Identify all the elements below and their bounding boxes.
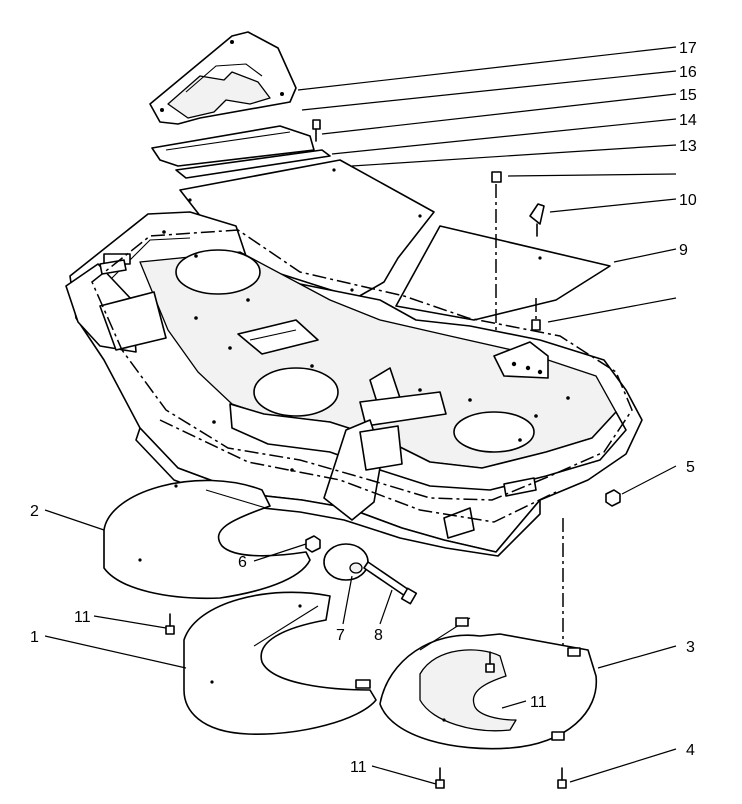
callout-11-left: 11 [74, 609, 91, 626]
callout-4: 4 [686, 742, 695, 759]
callout-15: 16 [679, 64, 697, 81]
part-3-baffle [379, 617, 598, 750]
callout-5: 5 [686, 459, 695, 476]
callout-10: 10 [679, 192, 697, 209]
mower-deck [65, 211, 643, 730]
callout-2: 2 [30, 503, 39, 520]
callout-9: 9 [679, 242, 688, 259]
caster-assembly [305, 535, 418, 605]
part-4-screw [557, 767, 567, 789]
part-2-baffle [103, 479, 311, 600]
part-1-baffle [183, 591, 377, 735]
callout-14: 15 [679, 87, 697, 104]
callout-1: 1 [30, 629, 39, 646]
callout-7: 7 [336, 627, 345, 644]
part-5-nut [605, 489, 621, 507]
callout-11-bottom: 11 [350, 759, 367, 776]
part-16-top-cover [149, 31, 297, 125]
callout-6: 6 [238, 554, 247, 571]
part-9-plate [395, 225, 611, 321]
callout-8: 8 [374, 627, 383, 644]
callout-3: 3 [686, 639, 695, 656]
callout-13: 14 [679, 112, 697, 129]
callout-labels: 17 16 15 14 13 10 9 5 2 6 7 8 11 1 3 11 … [30, 40, 697, 776]
callout-11-right: 11 [530, 694, 547, 711]
part-14-plate [151, 125, 315, 167]
part-13-strip [175, 149, 331, 179]
part-15-screw [312, 119, 321, 142]
callout-12: 13 [679, 138, 697, 155]
part-11-screws [165, 613, 495, 789]
callout-16: 17 [679, 40, 697, 57]
part-10-knob [529, 203, 545, 237]
part-17-spacer [531, 298, 541, 331]
leader-lines [44, 46, 677, 785]
